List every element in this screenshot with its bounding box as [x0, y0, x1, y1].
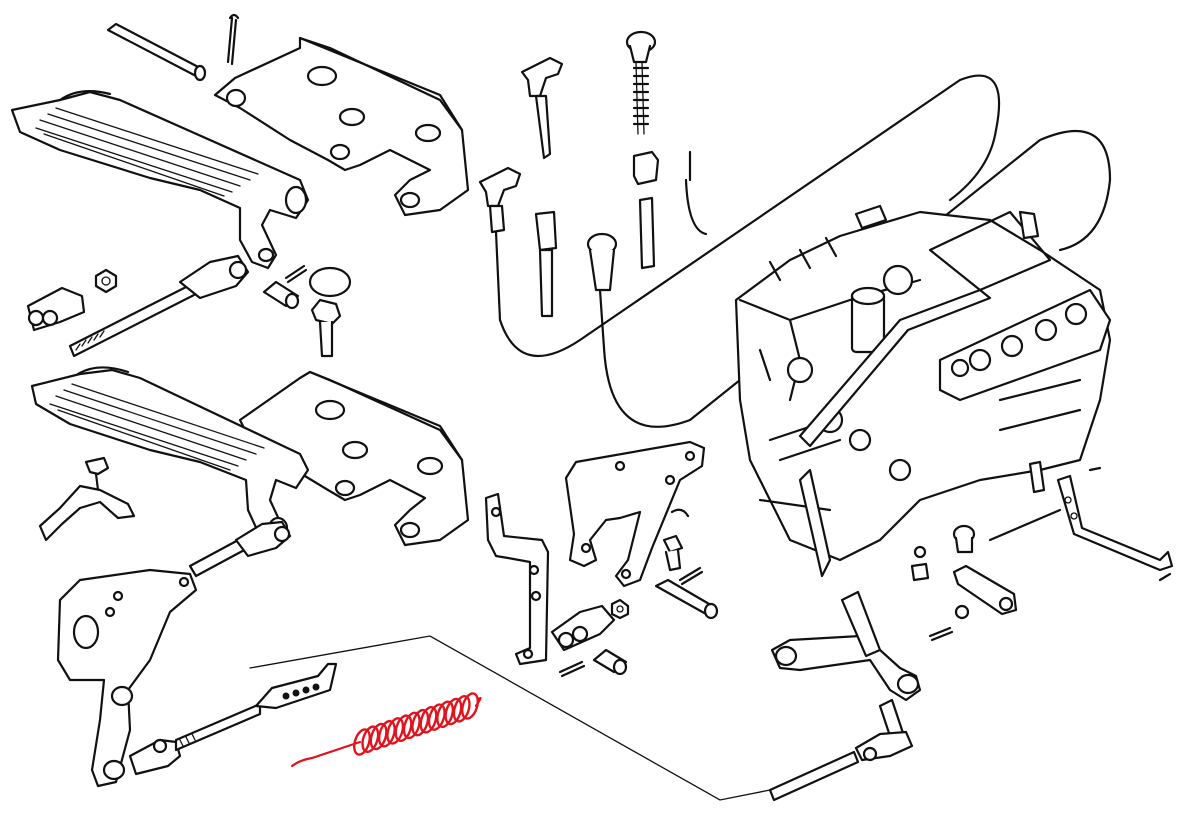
hex-nut-left [94, 268, 118, 294]
spring-coil [436, 700, 455, 729]
foot-pedal-top [10, 89, 310, 270]
spring-coil [361, 725, 380, 753]
bolt-mid [310, 298, 342, 358]
clevis-center [550, 604, 628, 678]
cable-knob-round-2 [586, 232, 618, 350]
u-bracket-center [564, 440, 706, 588]
return-spring [290, 692, 482, 768]
clevis-yoke-upper [178, 254, 250, 300]
spring-coil [444, 697, 463, 726]
spring-clip-bracket [38, 456, 136, 542]
cable-end-wire [684, 150, 708, 236]
spring-coil [386, 717, 405, 745]
pedal-mounting-bracket-lower [238, 370, 470, 547]
throttle-cable-loop [498, 74, 1112, 428]
spring-coil [369, 722, 388, 751]
throttle-stop-bracket [988, 460, 1174, 582]
threaded-pull-rod [68, 282, 198, 358]
cable-sheath-housing [534, 210, 558, 318]
cotter-pin-top [226, 13, 240, 66]
spring-coil [394, 714, 413, 742]
bushing-nut [632, 150, 660, 186]
spring-coil [427, 703, 446, 731]
sleeve-tube [638, 196, 656, 270]
spring-coil [461, 692, 479, 720]
cap-plug [308, 266, 352, 298]
pivot-pin-top [106, 22, 207, 82]
bell-crank-bracket-left [56, 568, 198, 788]
cable-knob-round-1 [625, 30, 657, 135]
clevis-pin-mid [262, 280, 300, 310]
spring-coil [411, 708, 430, 737]
spring-coil [353, 728, 371, 756]
bell-crank-lever-right [768, 590, 922, 802]
clevis-lower-left [128, 702, 262, 776]
injection-pump-engine [734, 204, 1112, 578]
spring-coil [402, 711, 421, 740]
ball-joint-parts [910, 524, 1018, 642]
cotter-pin-mid [284, 264, 308, 284]
leader-line [249, 635, 771, 801]
clevis-left [26, 286, 86, 332]
lower-pull-rod [188, 520, 292, 578]
cable-knob-t-2 [478, 166, 522, 322]
cable-knob-t-1 [520, 56, 564, 160]
spring-coil [419, 706, 438, 734]
spring-coil [452, 695, 471, 723]
angle-bracket-left [484, 492, 550, 666]
adjuster-link-plate [254, 662, 338, 710]
pedal-mounting-bracket-top [213, 36, 470, 217]
small-fasteners-center [610, 508, 719, 620]
spring-coil [377, 719, 396, 748]
